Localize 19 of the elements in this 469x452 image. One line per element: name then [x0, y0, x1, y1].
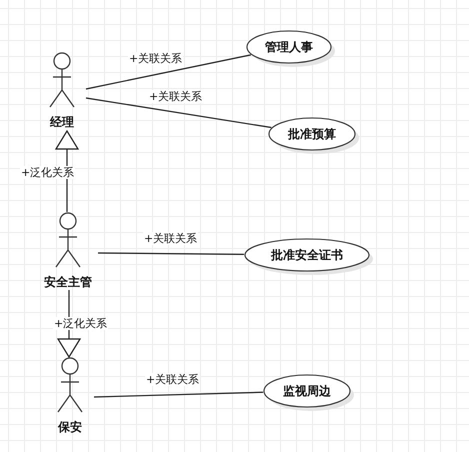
association-line	[94, 392, 264, 398]
use-case-name: 批准安全证书	[270, 247, 344, 263]
generalization-arrow	[55, 130, 79, 212]
association-line	[98, 252, 244, 255]
edge-label: +泛化关系	[53, 317, 108, 330]
use-case-name: 批准预算	[286, 126, 337, 142]
association-line	[86, 97, 272, 128]
generalization-arrow	[57, 290, 81, 358]
actor-name: 安全主管	[43, 274, 93, 291]
association-line	[86, 54, 252, 90]
actor-name: 经理	[48, 114, 75, 131]
edge-label: +关联关系	[148, 90, 204, 103]
edge-label: +关联关系	[145, 373, 200, 386]
use-case-name: 管理人事	[264, 39, 314, 55]
use-case-name: 监视周边	[282, 383, 332, 399]
edge-label: +关联关系	[143, 232, 198, 245]
edge-label: +泛化关系	[20, 166, 76, 179]
actor-name: 保安	[56, 419, 83, 436]
edge-label: +关联关系	[128, 52, 184, 65]
